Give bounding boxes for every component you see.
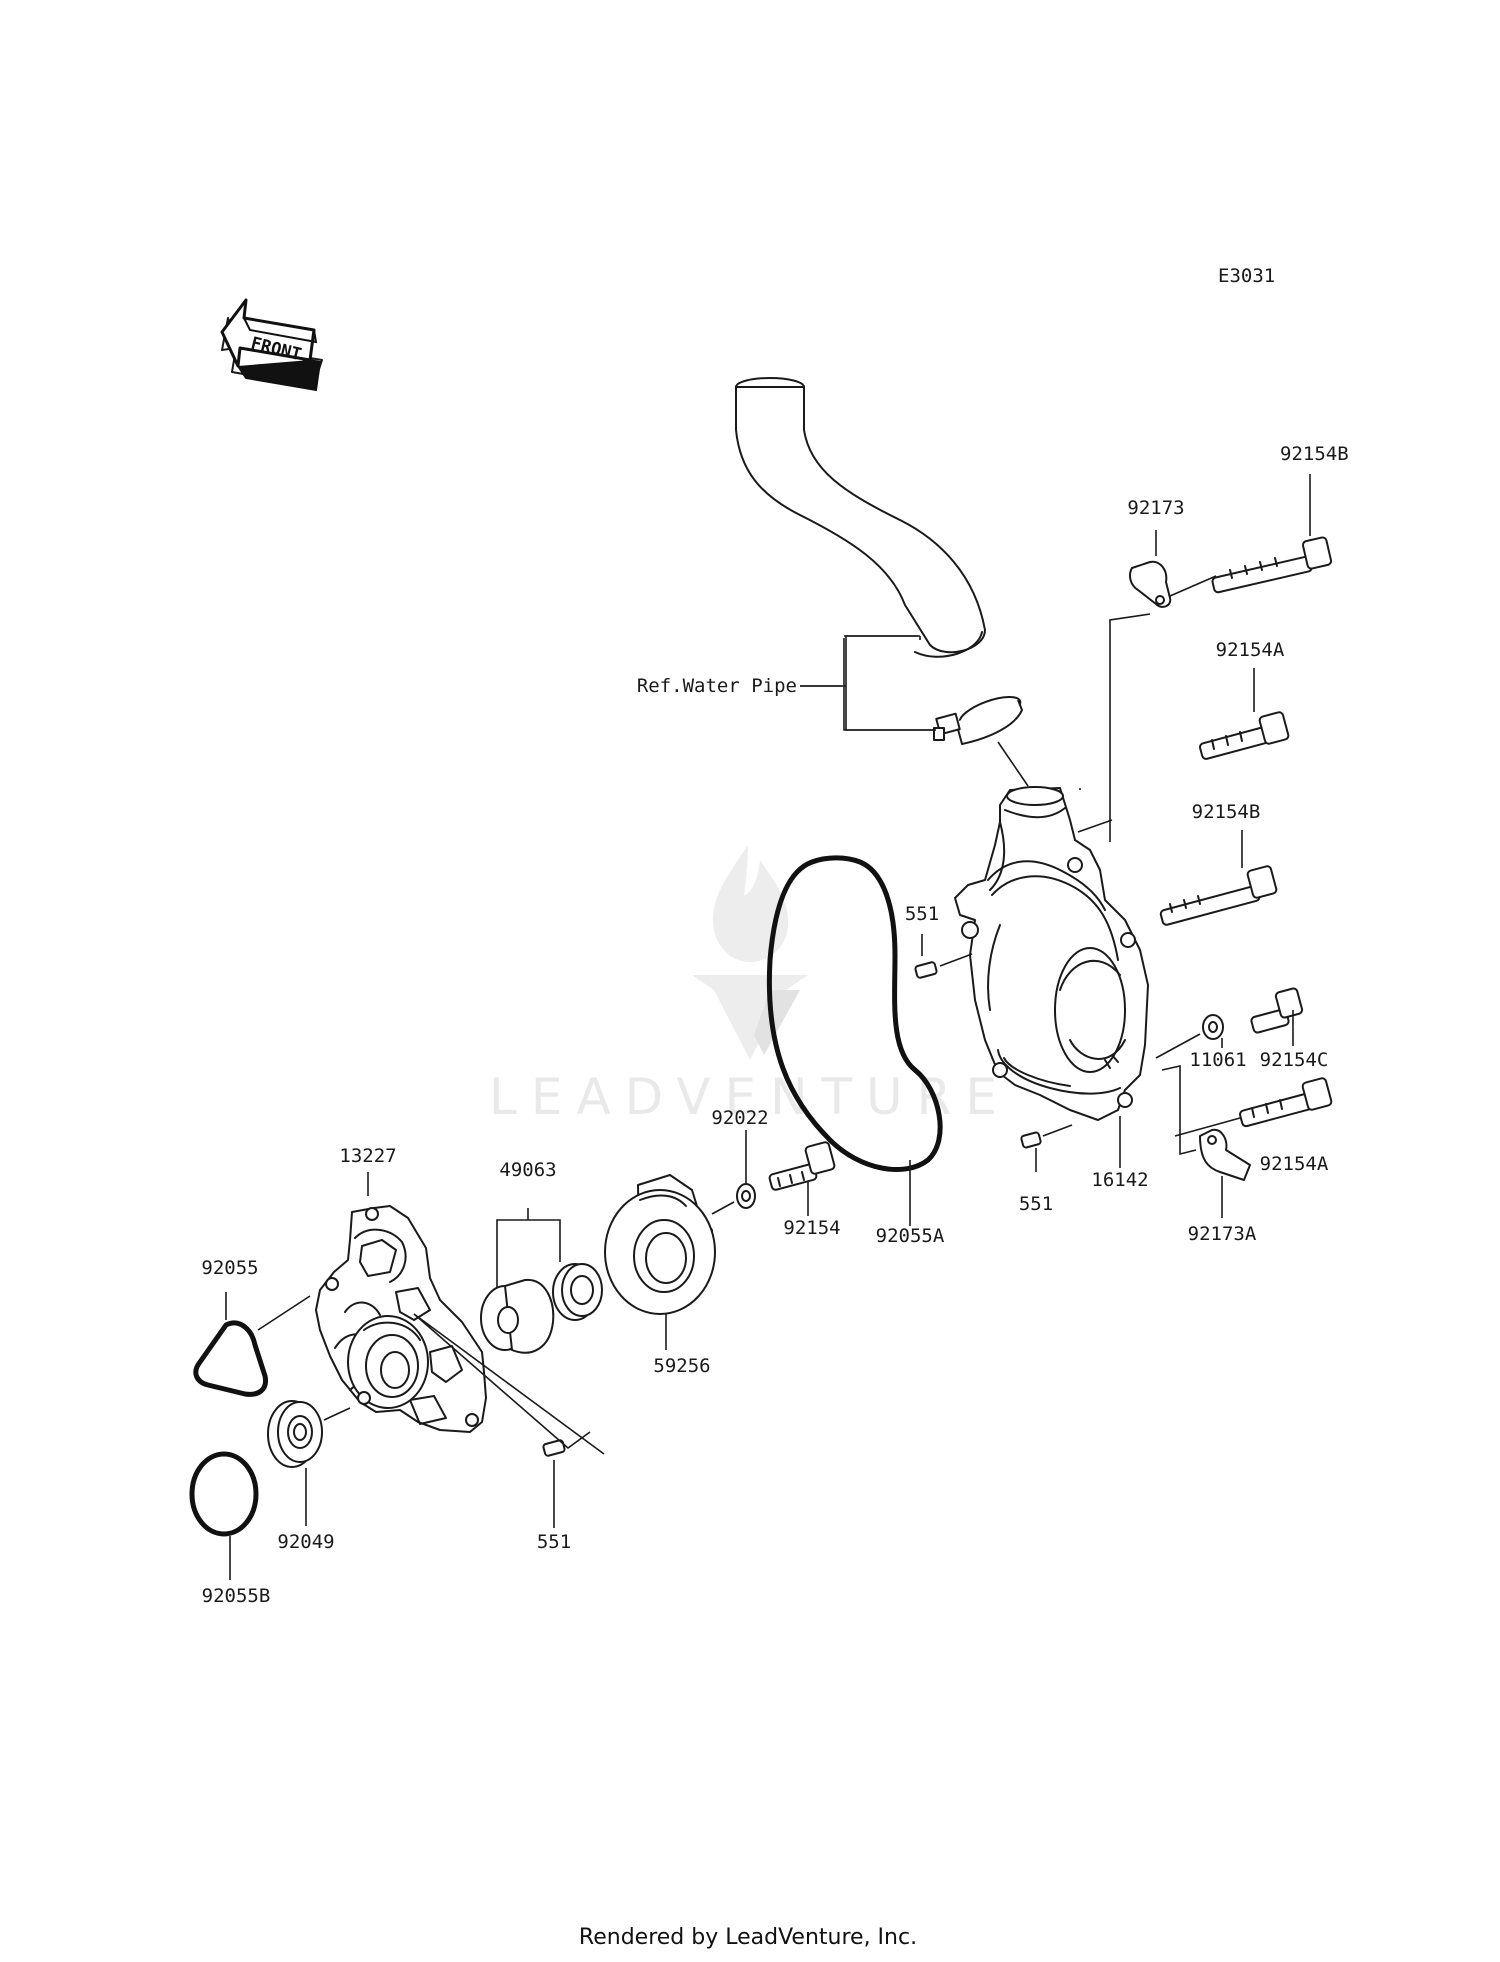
bolt-92154a-low [1239,1077,1333,1128]
dowel-pin-right [1020,1131,1042,1149]
label-92154c: 92154C [1260,1049,1329,1071]
label-ref-water-pipe: Ref.Water Pipe [637,675,797,697]
label-11061: 11061 [1189,1049,1246,1071]
water-pump-cover [954,786,1149,1121]
label-92055: 92055 [201,1257,258,1279]
label-92154a-low: 92154A [1260,1153,1329,1175]
label-92049: 92049 [277,1531,334,1553]
label-92154b-top: 92154B [1280,443,1349,465]
label-551-right: 551 [1019,1193,1053,1215]
bolt-92154c [1250,987,1304,1034]
bolt-92154b-mid [1159,865,1278,926]
front-arrow-icon: FRONT [220,298,323,392]
clip-92173a [1199,1128,1251,1181]
clip-92173 [1129,560,1172,608]
water-pipe-hose [735,377,986,658]
label-92173: 92173 [1127,497,1184,519]
label-92022: 92022 [711,1107,768,1129]
mechanical-seal-large [480,1278,555,1354]
oil-seal-92049 [267,1400,323,1468]
mechanical-seal-small [552,1263,603,1321]
label-92154b-mid: 92154B [1192,801,1261,823]
o-ring-92055 [193,1320,269,1397]
watermark: LEADVENTURE [489,845,1011,1126]
watermark-text: LEADVENTURE [489,1068,1011,1126]
label-13227: 13227 [339,1145,396,1167]
pump-body-13227 [315,1205,487,1433]
label-59256: 59256 [653,1355,710,1377]
label-92154: 92154 [783,1217,840,1239]
label-92055b: 92055B [202,1585,271,1607]
washer-92022 [736,1183,756,1209]
footer-credit: Rendered by LeadVenture, Inc. [579,1925,917,1950]
dowel-pin-lower [542,1439,566,1457]
watermark-logo-icon [692,845,808,1060]
bolt-92154a-top [1199,711,1290,760]
bolt-92154 [768,1141,836,1191]
label-92055a: 92055A [876,1225,945,1247]
label-551-low: 551 [537,1531,571,1553]
o-ring-92055a [766,855,943,1173]
impeller-59256 [604,1174,716,1315]
washer-11061 [1202,1014,1224,1040]
diagram-code: E3031 [1218,265,1275,287]
label-16142: 16142 [1091,1169,1148,1191]
dowel-pin-upper [914,961,938,979]
label-49063: 49063 [499,1159,556,1181]
label-92173a: 92173A [1188,1223,1257,1245]
label-92154a-top: 92154A [1216,639,1285,661]
hose-clamp [933,695,1023,745]
bolt-92154b-top [1211,536,1333,594]
label-551-upper: 551 [905,903,939,925]
o-ring-92055b [189,1451,259,1537]
